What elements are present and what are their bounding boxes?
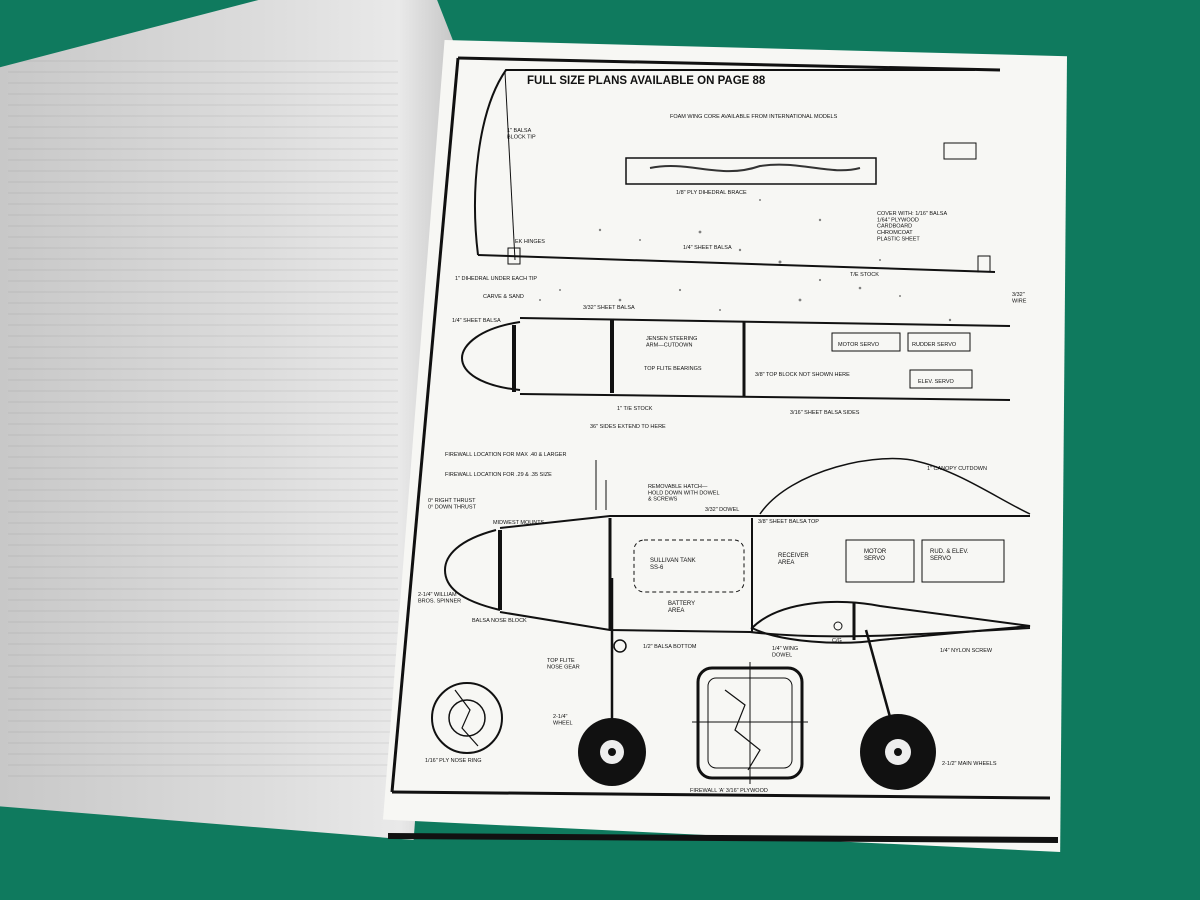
top-view-nose: [460, 321, 521, 391]
firewall-max-label: FIREWALL LOCATION FOR MAX .40 & LARGER: [445, 452, 566, 458]
nose-ring-outer: [431, 682, 503, 754]
nose-ring-inner: [448, 699, 486, 737]
motor-servo-box: [845, 539, 915, 583]
plan-border-left: [390, 57, 460, 793]
top-flite-bearings-label: TOP FLITE BEARINGS: [644, 366, 702, 372]
carve-sand-label: CARVE & SAND: [483, 294, 524, 300]
foam-core-note: FOAM WING CORE AVAILABLE FROM INTERNATIO…: [670, 114, 838, 120]
firewall-a-label: FIREWALL 'A' 3/16" PLYWOOD: [690, 788, 768, 794]
main-wheels-label: 2-1/2" MAIN WHEELS: [942, 761, 997, 767]
balsa-bottom-label: 1/2" BALSA BOTTOM: [643, 644, 697, 650]
nose-wheel-label: 2-1/4"WHEEL: [553, 714, 573, 726]
midwest-mounts-label: MIDWEST MOUNTS: [493, 520, 545, 526]
hinge-mark-right: [977, 255, 991, 273]
right-plan-page: [383, 40, 1067, 852]
hatch-label: REMOVABLE HATCH—HOLD DOWN WITH DOWEL& SC…: [648, 484, 720, 503]
rudder-servo-box: [907, 332, 971, 352]
ek-hinges-label: EK HINGES: [515, 239, 545, 245]
nose-gear-coil: [613, 639, 627, 653]
elev-servo-label: ELEV. SERVO: [918, 379, 954, 385]
fuel-tank-outline: [633, 539, 745, 593]
cg-label: C/G: [832, 638, 842, 644]
thin-sheet-balsa-label: 3/32" SHEET BALSA: [583, 305, 635, 311]
print-speckle-noise: [539, 199, 952, 322]
te-stock-top-label: 1" T/E STOCK: [617, 406, 653, 412]
top-sheet-balsa-label: 1/4" SHEET BALSA: [452, 318, 501, 324]
balsa-nose-block-label: BALSA NOSE BLOCK: [472, 618, 527, 624]
cg-marker: [833, 621, 843, 631]
motor-servo-top-label: MOTOR SERVO: [838, 342, 880, 348]
canopy-outline: [759, 457, 1031, 515]
wing-leading-edge: [474, 69, 975, 256]
plan-title: FULL SIZE PLANS AVAILABLE ON PAGE 88: [527, 75, 766, 87]
plan-border-top: [457, 56, 1001, 72]
firewall-29-label: FIREWALL LOCATION FOR .29 & .35 SIZE: [445, 472, 552, 478]
dihedral-brace-grain: [649, 163, 861, 173]
wing-trailing-edge: [477, 254, 996, 273]
plan-border-bottom: [391, 790, 1051, 800]
partial-box-top-right: [943, 142, 977, 160]
dihedral-brace-label: 1/8" PLY DIHEDRAL BRACE: [676, 190, 747, 196]
faded-text-column: [8, 60, 398, 780]
nose-wheel-axle: [608, 748, 616, 756]
side-view-spinner: [443, 529, 501, 611]
hinge-mark-left: [507, 247, 521, 265]
sides-extend-label: 36" SIDES EXTEND TO HERE: [590, 424, 666, 430]
firewall-a-grain: [724, 689, 761, 771]
motor-servo-top-box: [831, 332, 901, 352]
dihedral-brace: [625, 157, 877, 185]
left-magazine-page: [0, 0, 470, 840]
sheet-balsa-sides-label: 3/16" SHEET BALSA SIDES: [790, 410, 860, 416]
side-view-top-line: [499, 515, 1030, 529]
dihedral-under-tip-label: 1" DIHEDRAL UNDER EACH TIP: [455, 276, 537, 282]
rud-elev-servo-box: [921, 539, 1005, 583]
top-view-sides: [519, 317, 1011, 401]
canopy-label: 1" CANOPY CUTDOWN: [927, 466, 987, 472]
page-bottom-edge: [387, 833, 1059, 843]
wing-root-section: [750, 600, 1031, 644]
rudder-servo-label: RUDDER SERVO: [912, 342, 957, 348]
nose-ring-label: 1/16" PLY NOSE RING: [425, 758, 481, 764]
sheet-balsa-top-label: 3/8" SHEET BALSA TOP: [758, 519, 819, 525]
elev-servo-box: [909, 369, 973, 389]
top-block-note: 3/8" TOP BLOCK NOT SHOWN HERE: [755, 372, 850, 378]
wing-tip-line: [504, 71, 516, 261]
dowel-label: 3/32" DOWEL: [705, 507, 739, 513]
te-stock-label: T/E STOCK: [850, 272, 879, 278]
wire-label: 3/32"WIRE: [1012, 292, 1027, 304]
nylon-screw-label: 1/4" NYLON SCREW: [940, 648, 993, 654]
nose-ring-grain: [454, 689, 479, 747]
main-wheel-axle: [894, 748, 902, 756]
rud-elev-servo-label: RUD. & ELEV.SERVO: [930, 549, 969, 562]
quarter-sheet-balsa-label: 1/4" SHEET BALSA: [683, 245, 732, 251]
